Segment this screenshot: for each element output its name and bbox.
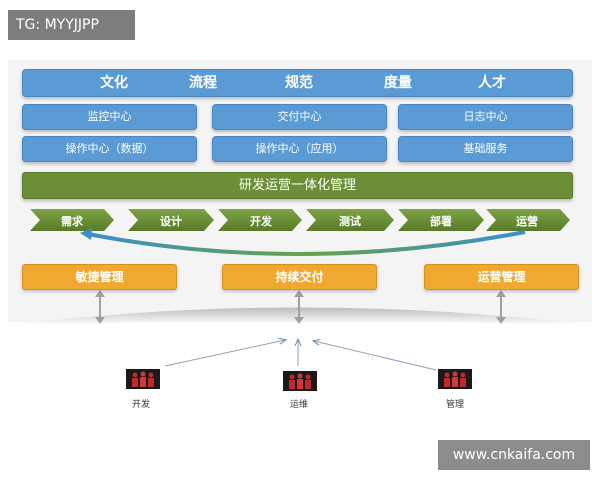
chevron-test <box>306 209 394 231</box>
chevron-deploy <box>398 209 484 231</box>
process-item: 流程 <box>189 75 217 91</box>
chevron-operation <box>486 209 570 231</box>
stage-test: 测试 <box>339 215 361 228</box>
standard-item: 规范 <box>285 75 313 91</box>
role-dev-label: 开发 <box>131 400 150 410</box>
feedback-arc <box>87 230 526 256</box>
chevron-design <box>128 209 214 231</box>
role-ops-label: 运维 <box>289 400 308 410</box>
operation-management-box: 运营管理 <box>424 264 579 290</box>
culture-item: 文化 <box>100 75 128 91</box>
stage-requirement: 需求 <box>61 215 83 228</box>
vertical-arrows <box>95 290 506 324</box>
stage-design: 设计 <box>160 215 182 228</box>
agile-management-box: 敏捷管理 <box>22 264 177 290</box>
team-icon <box>126 369 160 389</box>
role-mgmt-label: 管理 <box>445 400 464 410</box>
metric-item: 度量 <box>384 75 412 91</box>
chevron-requirement <box>30 209 114 231</box>
ops-center-data-box: 操作中心（数据） <box>22 136 197 162</box>
stage-operation: 运营 <box>516 215 538 228</box>
talent-item: 人才 <box>478 75 506 91</box>
monitor-center-box: 监控中心 <box>22 104 197 130</box>
team-icon <box>283 371 317 391</box>
stage-develop: 开发 <box>250 215 272 228</box>
pipeline-chevrons <box>30 209 570 231</box>
tag-label: TG: MYYJJPP <box>8 10 135 40</box>
culture-bar: 文化 流程 规范 度量 人才 <box>22 69 573 97</box>
continuous-delivery-box: 持续交付 <box>222 264 377 290</box>
chevron-develop <box>218 209 302 231</box>
stage-deploy: 部署 <box>430 215 452 228</box>
team-icon <box>438 369 472 389</box>
watermark: www.cnkaifa.com <box>438 440 590 470</box>
base-service-box: 基础服务 <box>398 136 573 162</box>
log-center-box: 日志中心 <box>398 104 573 130</box>
ops-center-app-box: 操作中心（应用） <box>212 136 387 162</box>
devops-management-bar: 研发运营一体化管理 <box>22 172 573 199</box>
role-arrows <box>164 340 437 371</box>
delivery-center-box: 交付中心 <box>212 104 387 130</box>
